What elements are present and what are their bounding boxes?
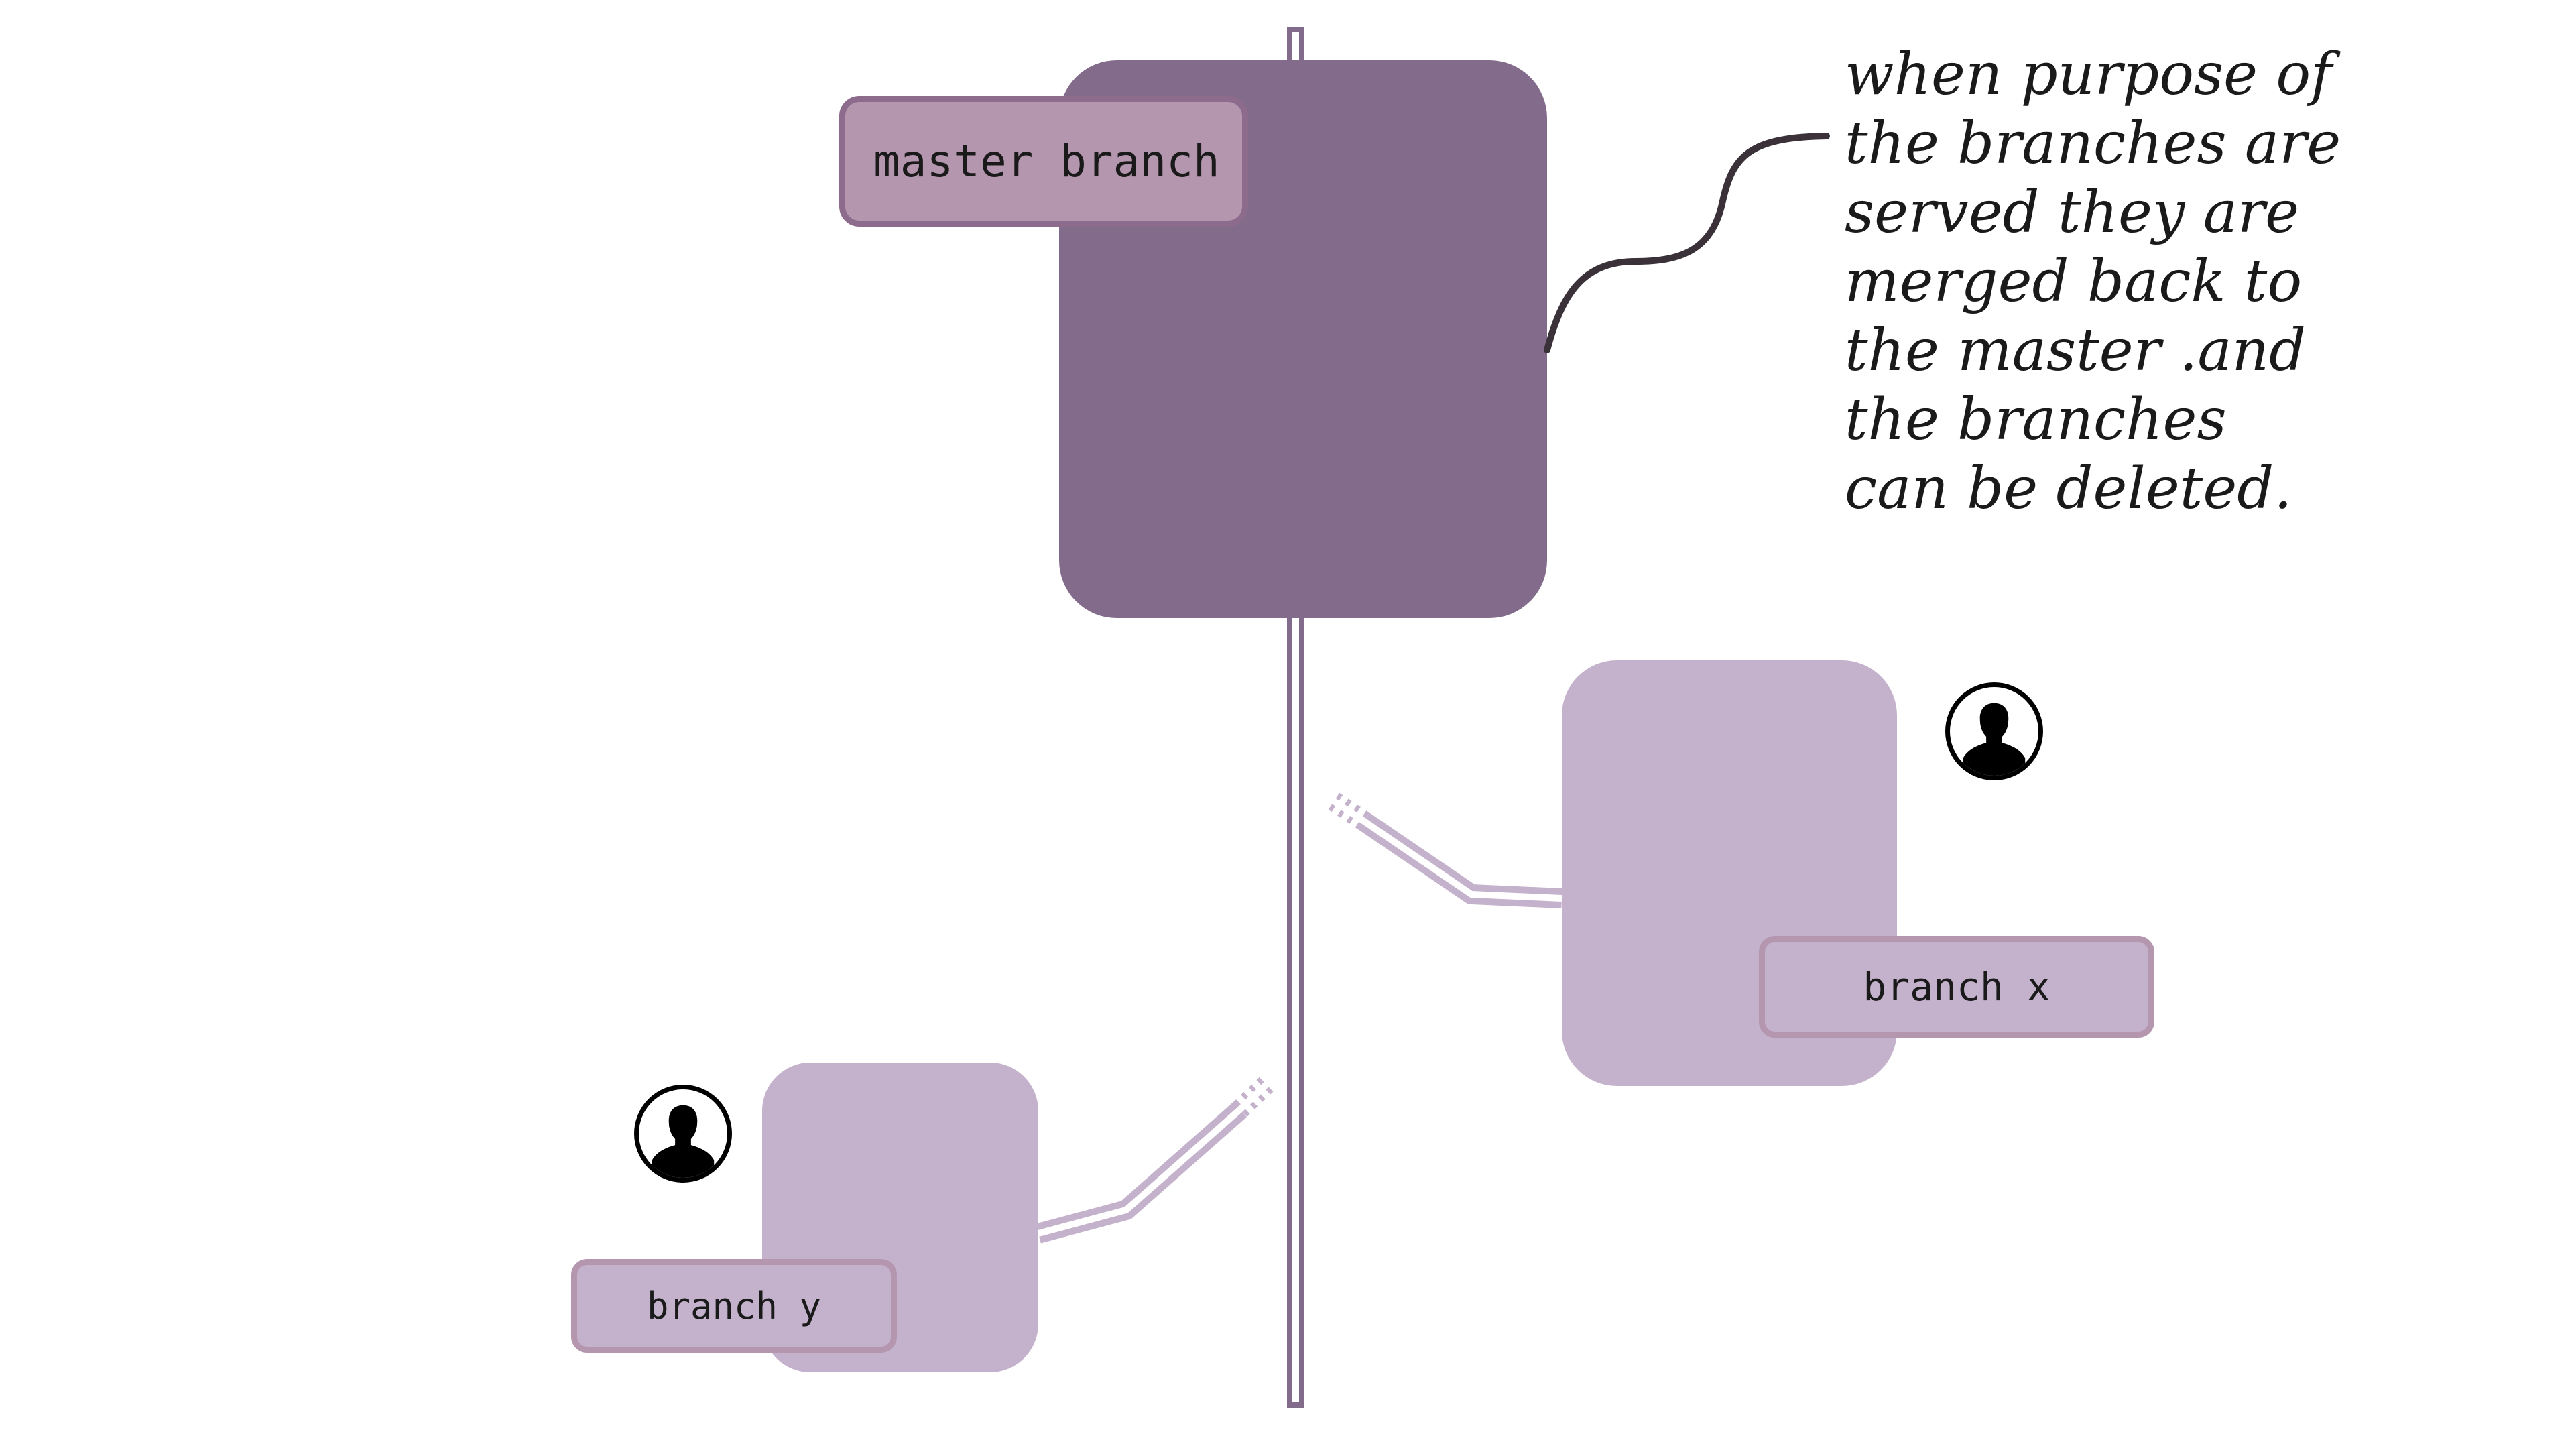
- branch-y-merge-line: [1036, 1073, 1278, 1244]
- branch-y-label: branch y: [571, 1259, 897, 1353]
- branch-x-label: branch x: [1759, 936, 2154, 1038]
- note-callout-line: [1544, 133, 1830, 353]
- branch-x-merge-line: [1325, 790, 1562, 908]
- user-avatar-icon: [634, 1085, 732, 1183]
- merge-explanation-note: when purpose of the branches are served …: [1845, 41, 2341, 522]
- user-avatar-icon: [1945, 682, 2043, 780]
- master-branch-label: master branch: [839, 96, 1248, 227]
